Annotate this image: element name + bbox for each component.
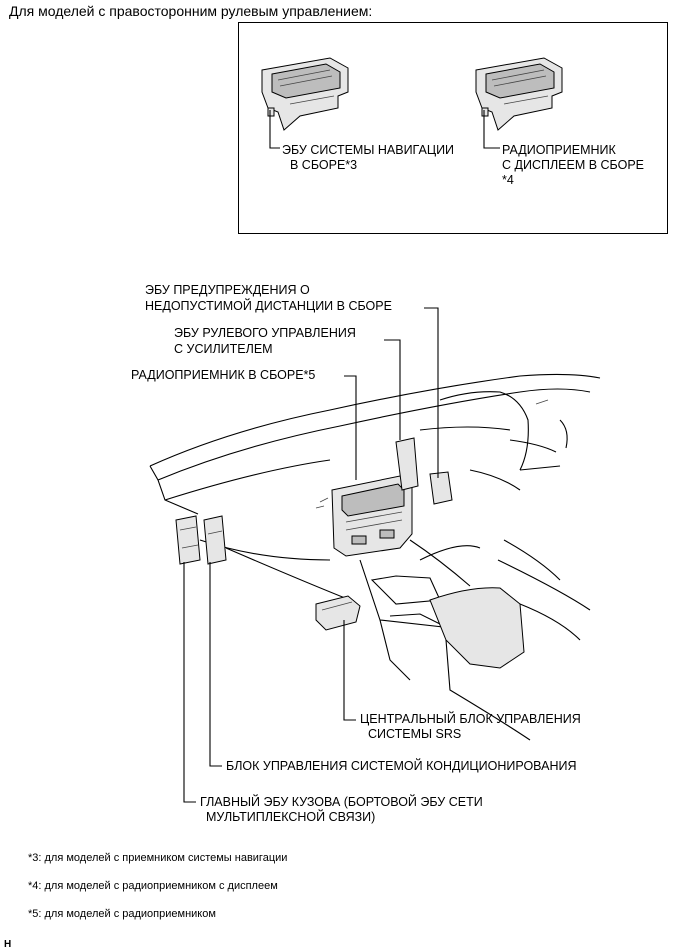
radio-display-label-3: *4: [502, 173, 514, 187]
radio-display-illustration: [475, 57, 563, 131]
nav-ecu-label-1: ЭБУ СИСТЕМЫ НАВИГАЦИИ: [282, 143, 455, 157]
footnote-3: *3: для моделей с приемником системы нав…: [28, 852, 288, 864]
leader-distance-ecu: [424, 307, 439, 478]
distance-warning-ecu-illustration: [429, 471, 453, 505]
srs-sensor-illustration: [315, 595, 361, 631]
leader-steering-ecu: [384, 339, 401, 440]
radio-unit-illustration: [331, 475, 413, 557]
srs-label-1: ЦЕНТРАЛЬНЫЙ БЛОК УПРАВЛЕНИЯ: [360, 712, 581, 726]
leader-body-ecu: [183, 562, 196, 803]
ac-label: БЛОК УПРАВЛЕНИЯ СИСТЕМОЙ КОНДИЦИОНИРОВАН…: [226, 759, 577, 773]
srs-label-2: СИСТЕМЫ SRS: [368, 727, 462, 741]
body-ecu-label-2: МУЛЬТИПЛЕКСНОЙ СВЯЗИ): [206, 810, 376, 824]
leader-radio: [344, 375, 357, 480]
steering-ecu-illustration: [395, 437, 419, 491]
rhd-inset-frame: [238, 22, 668, 234]
distance-ecu-label-1: ЭБУ ПРЕДУПРЕЖДЕНИЯ О: [145, 283, 310, 297]
distance-ecu-label-2: НЕДОПУСТИМОЙ ДИСТАНЦИИ В СБОРЕ: [145, 299, 392, 313]
nav-ecu-illustration: [261, 57, 349, 131]
page-heading: Для моделей с правосторонним рулевым упр…: [9, 3, 373, 19]
ac-amplifier-illustration: [203, 515, 227, 565]
radio-display-label-1: РАДИОПРИЕМНИК: [502, 143, 616, 157]
steering-ecu-label-2: С УСИЛИТЕЛЕМ: [174, 342, 273, 356]
body-ecu-illustration: [175, 515, 201, 565]
steering-ecu-label-1: ЭБУ РУЛЕВОГО УПРАВЛЕНИЯ: [174, 326, 356, 340]
radio-label: РАДИОПРИЕМНИК В СБОРЕ*5: [131, 368, 316, 382]
body-ecu-label-1: ГЛАВНЫЙ ЭБУ КУЗОВА (БОРТОВОЙ ЭБУ СЕТИ: [200, 795, 483, 809]
leader-srs: [343, 620, 356, 721]
nav-ecu-label-2: В СБОРЕ*3: [290, 158, 358, 172]
figure-code: H: [4, 939, 12, 950]
footnote-5: *5: для моделей с радиоприемником: [28, 908, 216, 920]
leader-ac: [209, 562, 222, 767]
footnote-4: *4: для моделей с радиоприемником с дисп…: [28, 880, 278, 892]
radio-display-label-2: С ДИСПЛЕЕМ В СБОРЕ: [502, 158, 645, 172]
dashboard-outline: [149, 373, 601, 741]
